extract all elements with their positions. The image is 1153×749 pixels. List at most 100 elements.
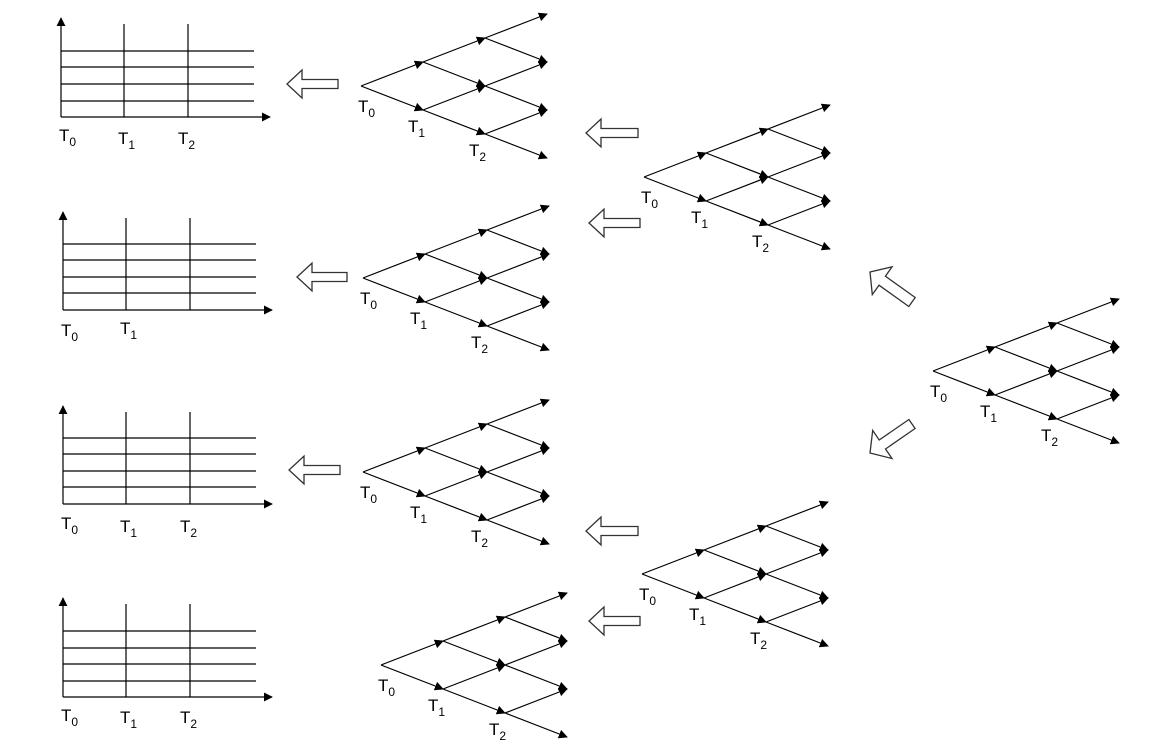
tree-branch	[484, 37, 548, 64]
tree-label-t1: T1	[691, 208, 708, 231]
tree-branch	[641, 548, 705, 575]
tree-branch	[703, 549, 767, 576]
tree-label-t1: T1	[428, 696, 445, 719]
tree-branch	[424, 495, 488, 522]
tree-label-t1: T1	[408, 117, 425, 140]
tree-branch	[765, 548, 829, 575]
tree-branch	[767, 103, 831, 130]
tree-branch	[765, 596, 829, 623]
tree-branch	[1056, 345, 1120, 372]
tree-branch	[380, 664, 444, 691]
tree-branch	[994, 346, 1058, 373]
tree-branch	[422, 84, 486, 111]
tree-branch	[504, 712, 568, 739]
tree-branch	[484, 60, 548, 87]
tree-branch	[424, 422, 488, 449]
tree-label-t2: T2	[750, 629, 767, 652]
hollow-arrow-4	[585, 117, 639, 149]
tree-branch	[442, 615, 506, 642]
tree-label-t1: T1	[410, 309, 427, 332]
tree-label-t1: T1	[689, 605, 706, 628]
tree-branch	[424, 470, 488, 497]
tree-branch	[767, 224, 831, 251]
tree-label-t2: T2	[752, 232, 769, 255]
tree-label-t0: T0	[639, 585, 656, 608]
time-label-t1: T1	[120, 708, 137, 731]
tree-branch	[424, 276, 488, 303]
tree-branch	[424, 301, 488, 328]
tree-label-t2: T2	[471, 333, 488, 356]
tree-branch	[504, 687, 568, 714]
tree-branch	[362, 252, 426, 279]
tree-branch	[765, 621, 829, 648]
tree-branch	[643, 151, 707, 178]
tree-branch	[767, 176, 831, 203]
tree-label-t0: T0	[360, 483, 377, 506]
tree-branch	[504, 591, 568, 618]
hollow-arrow-5	[588, 207, 641, 239]
tree-label-t0: T0	[378, 676, 395, 699]
tree-branch	[422, 61, 486, 88]
time-label-t0: T0	[61, 706, 78, 729]
hollow-arrow-7	[588, 605, 641, 637]
time-label-t0: T0	[59, 126, 76, 149]
tree-label-t1: T1	[980, 402, 997, 425]
tree-branch	[767, 199, 831, 226]
tree-branch	[484, 85, 548, 112]
time-label-t1: T1	[120, 517, 137, 540]
tree-branch	[486, 446, 550, 473]
tree-branch	[486, 277, 550, 304]
tree-branch	[422, 109, 486, 136]
tree-branch	[767, 151, 831, 178]
time-grid-4: T0 T1 T2	[58, 597, 273, 731]
tree-label-t2: T2	[1041, 426, 1058, 449]
hollow-arrow-9	[869, 418, 917, 460]
time-label-t2: T2	[178, 129, 195, 152]
tree-branch	[504, 639, 568, 666]
hollow-arrow-3	[288, 454, 341, 486]
tree-branch	[486, 519, 550, 546]
tree-branch	[1056, 297, 1120, 324]
time-label-t1: T1	[118, 129, 135, 152]
tree-branch	[765, 525, 829, 552]
tree-branch	[422, 36, 486, 63]
hollow-arrow-8	[869, 265, 917, 308]
tree-branch	[484, 12, 548, 39]
tree-branch	[486, 252, 550, 279]
tree-branch	[1056, 418, 1120, 445]
tree-branch	[932, 370, 996, 397]
tree-branch	[486, 204, 550, 231]
tree-branch	[486, 423, 550, 450]
time-grid-1: T0 T1 T2	[56, 17, 271, 152]
tree-branch	[767, 128, 831, 155]
time-label-t1: T1	[120, 319, 137, 342]
tree-branch	[994, 394, 1058, 421]
time-label-t2: T2	[180, 708, 197, 731]
tree-branch	[486, 300, 550, 327]
tree-branch	[442, 663, 506, 690]
tree-branch	[994, 321, 1058, 348]
tree-branch	[504, 664, 568, 691]
tree-branch	[932, 345, 996, 372]
tree-branch	[703, 572, 767, 599]
tree-branch	[424, 447, 488, 474]
time-label-t0: T0	[61, 514, 78, 537]
tree-branch	[442, 688, 506, 715]
tree-branch	[360, 85, 424, 112]
tree-branch	[486, 471, 550, 498]
tree-branch	[703, 524, 767, 551]
tree-branch	[1056, 370, 1120, 397]
tree-label-t0: T0	[641, 188, 658, 211]
tree-branch	[1056, 322, 1120, 349]
tree-branch	[1056, 393, 1120, 420]
tree-branch	[765, 573, 829, 600]
hollow-arrow-1	[286, 68, 339, 100]
tree-branch	[380, 639, 444, 666]
